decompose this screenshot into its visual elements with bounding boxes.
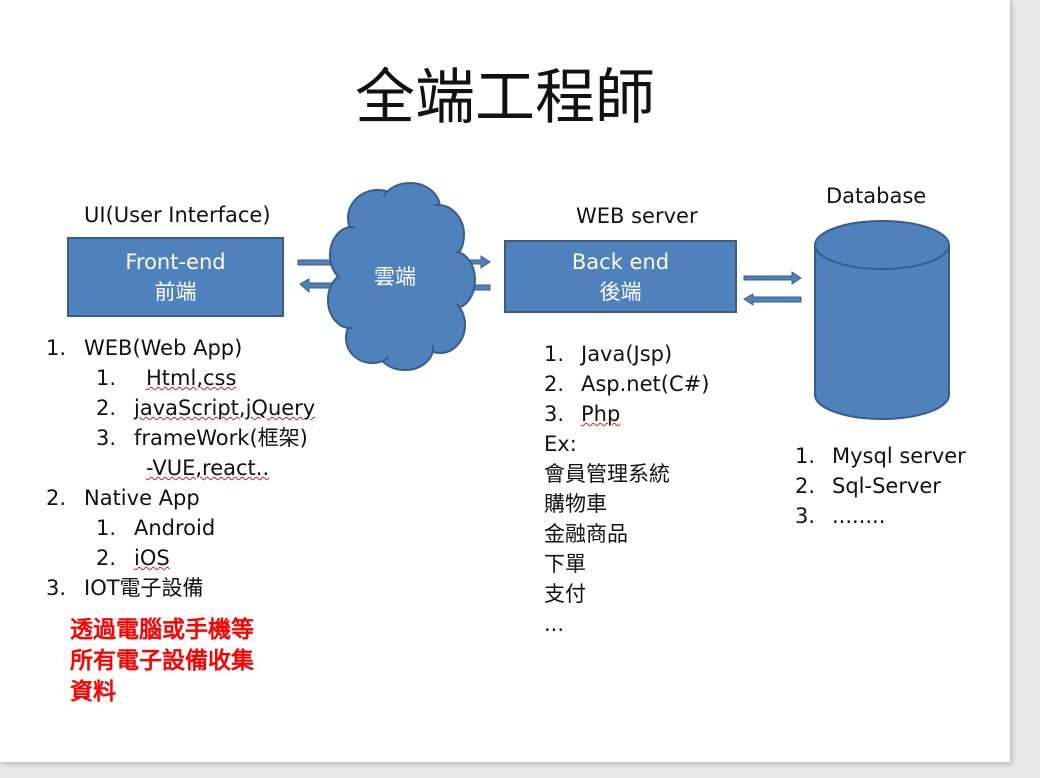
backend-list: 1.Java(Jsp) 2.Asp.net(C#) 3.Php Ex: 會員管理… — [544, 339, 709, 639]
list-item: 1.Html,css — [96, 366, 237, 390]
frontend-note: 透過電腦或手機等 所有電子設備收集 資料 — [70, 614, 254, 707]
list-item: 1.Mysql server — [795, 444, 966, 468]
architecture-diagram — [67, 182, 950, 420]
list-item: 2.javaScript,jQuery — [96, 396, 316, 420]
list-item: ... — [544, 612, 565, 636]
database-cylinder[interactable] — [814, 220, 950, 420]
note-line: 資料 — [70, 678, 116, 705]
database-list: 1.Mysql server 2.Sql-Server 3......... — [795, 441, 966, 531]
list-item: 2.Sql-Server — [795, 474, 941, 498]
list-item: 下單 — [544, 552, 586, 576]
backend-subtitle: 後端 — [599, 280, 642, 304]
slide: 全端工程師 UI(User Interface) WEB server Data… — [0, 0, 1011, 763]
list-item: 金融商品 — [544, 522, 628, 546]
cloud-shape[interactable] — [327, 182, 476, 371]
frontend-title: Front-end — [125, 250, 226, 274]
page-title: 全端工程師 — [355, 63, 655, 133]
list-item: 3......... — [795, 504, 886, 528]
list-item: 3.IOT電子設備 — [46, 576, 204, 600]
frontend-box[interactable] — [67, 237, 284, 317]
arrows-backend-database — [743, 271, 802, 306]
list-item: -VUE,react.. — [146, 456, 270, 480]
list-item: 3.Php — [544, 402, 621, 426]
note-line: 透過電腦或手機等 — [70, 616, 254, 643]
frontend-box-label: Front-end 前端 — [68, 247, 283, 307]
note-line: 所有電子設備收集 — [70, 647, 254, 674]
frontend-list: 1.WEB(Web App) 1.Html,css 2.javaScript,j… — [46, 333, 315, 603]
list-item: 2.iOS — [96, 546, 170, 570]
web-server-label: WEB server — [576, 204, 698, 228]
backend-box-label: Back end 後端 — [505, 247, 736, 307]
list-item: 1.Java(Jsp) — [544, 342, 673, 366]
list-item: 2.Asp.net(C#) — [544, 372, 710, 396]
list-item: 1.WEB(Web App) — [46, 336, 243, 360]
list-item: 會員管理系統 — [544, 462, 670, 486]
list-item: 2.Native App — [46, 486, 200, 510]
list-item: Ex: — [544, 432, 577, 456]
list-item: 3.frameWork(框架) — [96, 426, 308, 450]
list-item: 支付 — [544, 582, 586, 606]
ui-label: UI(User Interface) — [84, 203, 271, 227]
list-item: 1.Android — [96, 516, 216, 540]
list-item: 購物車 — [544, 492, 607, 516]
cloud-label: 雲端 — [374, 265, 416, 289]
backend-title: Back end — [571, 250, 670, 274]
frontend-subtitle: 前端 — [154, 280, 197, 304]
backend-box[interactable] — [504, 240, 737, 313]
database-label: Database — [826, 184, 927, 208]
